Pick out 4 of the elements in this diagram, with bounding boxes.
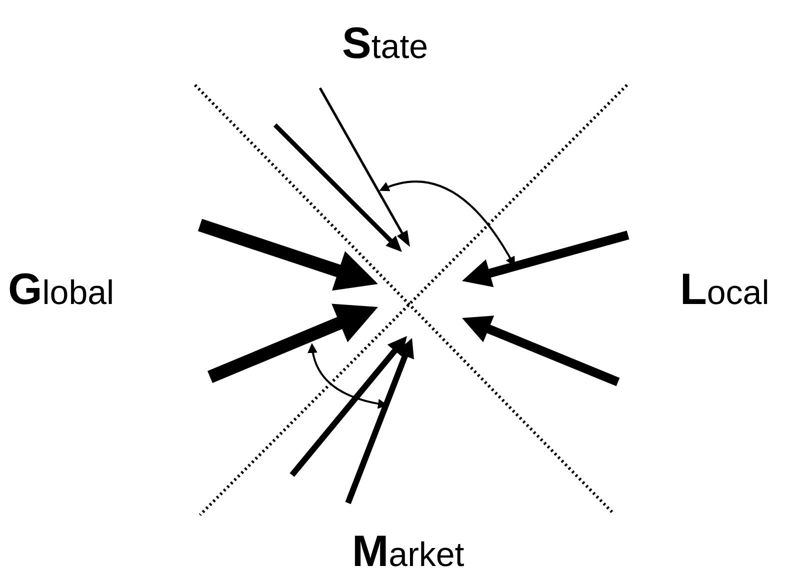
axis-label: Global (8, 268, 114, 312)
axis-label: Market (352, 530, 464, 573)
axis-label: State (342, 22, 428, 66)
axis-label: Local (680, 268, 770, 312)
